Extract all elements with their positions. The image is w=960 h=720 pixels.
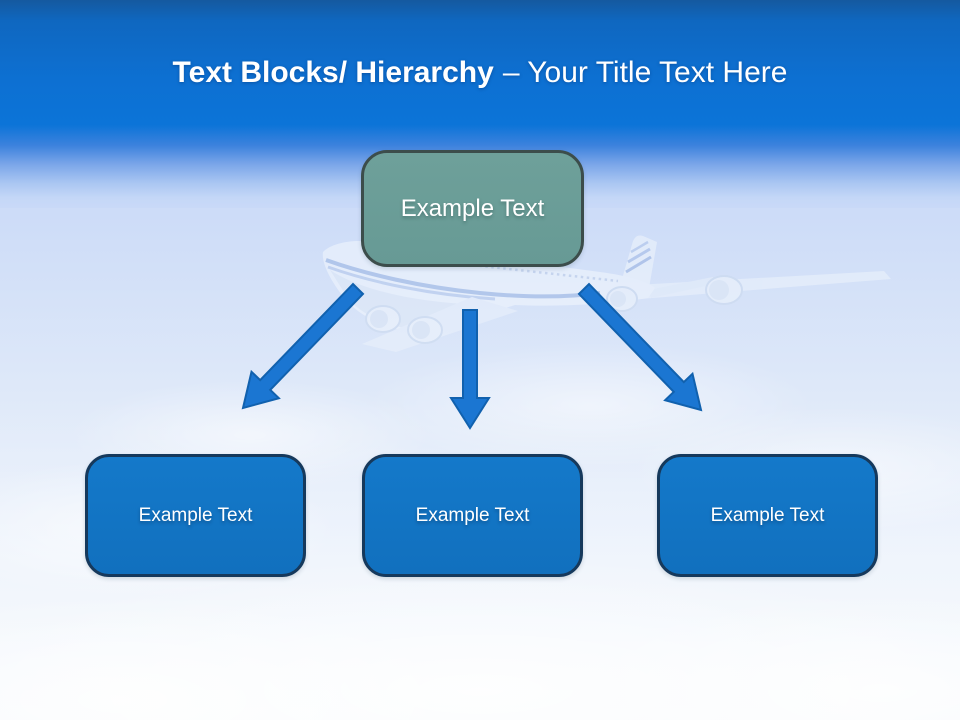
airplane-stabilizer xyxy=(648,277,715,298)
slide-title-emphasis: Text Blocks/ Hierarchy xyxy=(172,56,494,89)
slide-title-rest: – Your Title Text Here xyxy=(502,56,788,89)
arrow-down-right-icon[interactable] xyxy=(577,282,703,412)
child-text-block-3[interactable]: Example Text xyxy=(657,454,878,577)
arrow-down-icon[interactable] xyxy=(449,309,491,430)
root-text-block[interactable]: Example Text xyxy=(361,150,584,267)
arrow-down-left-icon[interactable] xyxy=(241,282,365,410)
child-text-block-1[interactable]: Example Text xyxy=(85,454,306,577)
slide-title[interactable]: Text Blocks/ Hierarchy– Your Title Text … xyxy=(0,52,960,94)
root-text-block-label: Example Text xyxy=(400,194,545,222)
child-text-block-1-label: Example Text xyxy=(138,504,253,526)
child-text-block-2-label: Example Text xyxy=(415,504,530,526)
child-text-block-3-label: Example Text xyxy=(710,504,825,526)
child-text-block-2[interactable]: Example Text xyxy=(362,454,583,577)
